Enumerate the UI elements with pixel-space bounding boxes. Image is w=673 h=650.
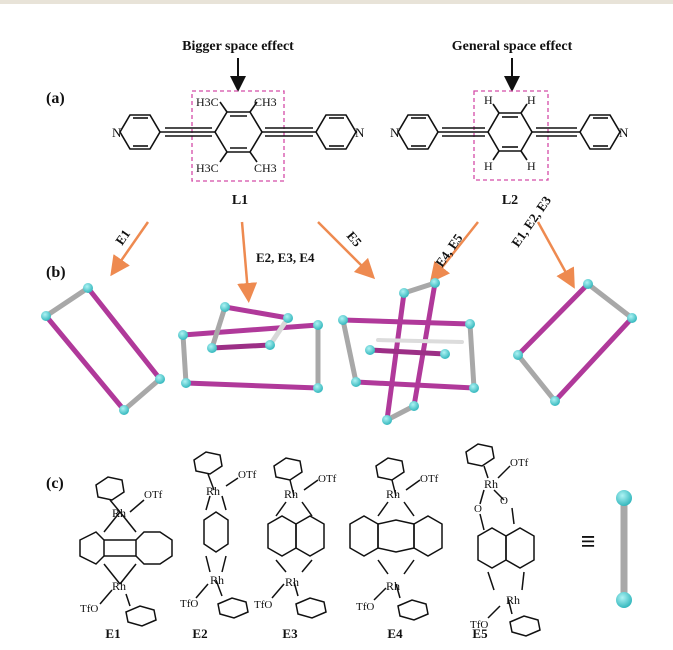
L2-sub-2: H [527,93,536,107]
E1-Rh-top: Rh [112,506,126,520]
cage-E1-rectangle [41,283,165,415]
ligand-L2-structure [397,90,621,181]
complex-label-E2: E2 [192,626,207,641]
L1-N-right: N [355,125,365,140]
cage-E5-interlocked [338,278,479,425]
arrow-label-3: E5 [344,228,366,250]
L1-sub-3: H3C [196,161,219,175]
E2-Rh-top: Rh [206,484,220,498]
E5-Rh-bottom: Rh [506,593,520,607]
arrow-to-E1-cage [110,221,150,277]
bigger-space-effect-label: Bigger space effect [182,39,294,54]
E5-O-2: O [500,495,508,507]
E4-Rh-top: Rh [386,487,400,501]
L1-sub-1: H3C [196,95,219,109]
arrow-label-1: E1 [112,227,133,248]
E1-Rh-bottom: Rh [112,579,126,593]
cage-L2-rectangle [513,279,637,406]
L2-sub-1: H [484,93,493,107]
arrow-to-L2-catenane [429,221,479,283]
complex-E3-structure [267,457,327,619]
E3-OTf: OTf [318,473,337,485]
E5-Rh-top: Rh [484,477,498,491]
L1-label: L1 [232,193,248,208]
equivalence-symbol: ≡ [581,527,596,556]
L1-sub-4: CH3 [254,161,277,175]
L2-sub-3: H [484,159,493,173]
top-bar [0,0,673,4]
arrow-label-4: E4, E5 [432,231,466,270]
E5-O-1: O [474,503,482,515]
E3-TfO: TfO [254,599,272,611]
E1-TfO: TfO [80,603,98,615]
E2-TfO: TfO [180,598,198,610]
E5-OTf: OTf [510,457,529,469]
arrow-to-L2-rectangle [536,221,575,289]
cage-L1-interlocked [178,302,323,393]
E2-Rh-bottom: Rh [210,573,224,587]
complex-E4-structure [349,457,443,621]
E4-Rh-bottom: Rh [386,579,400,593]
L2-N-right: N [619,125,629,140]
complex-label-E3: E3 [282,626,298,641]
complex-E1-structure [79,476,173,627]
general-space-effect-label: General space effect [452,39,573,54]
L1-sub-2: CH3 [254,95,277,109]
L2-label: L2 [502,193,518,208]
L2-N-left: N [390,125,400,140]
L2-sub-4: H [527,159,536,173]
E1-OTf: OTf [144,489,163,501]
E4-TfO: TfO [356,601,374,613]
panel-label-c: (c) [46,475,64,492]
E2-OTf: OTf [238,469,257,481]
arrow-label-2: E2, E3, E4 [256,250,315,265]
panel-label-a: (a) [46,90,65,107]
arrow-to-L1-catenane [237,221,258,303]
E5-TfO: TfO [470,619,488,631]
L1-N-left: N [112,125,122,140]
arrow-to-E5-cage [317,221,376,280]
complex-E5-structure [465,443,541,637]
E3-Rh-bottom: Rh [285,575,299,589]
E3-Rh-top: Rh [284,487,298,501]
complex-E2-structure [193,451,249,619]
E4-OTf: OTf [420,473,439,485]
panel-label-b: (b) [46,264,66,281]
complex-label-E5: E5 [472,626,488,641]
linker-rod-legend [616,490,632,608]
complex-label-E1: E1 [105,626,120,641]
complex-label-E4: E4 [387,626,403,641]
ligand-L1-structure [119,90,357,182]
